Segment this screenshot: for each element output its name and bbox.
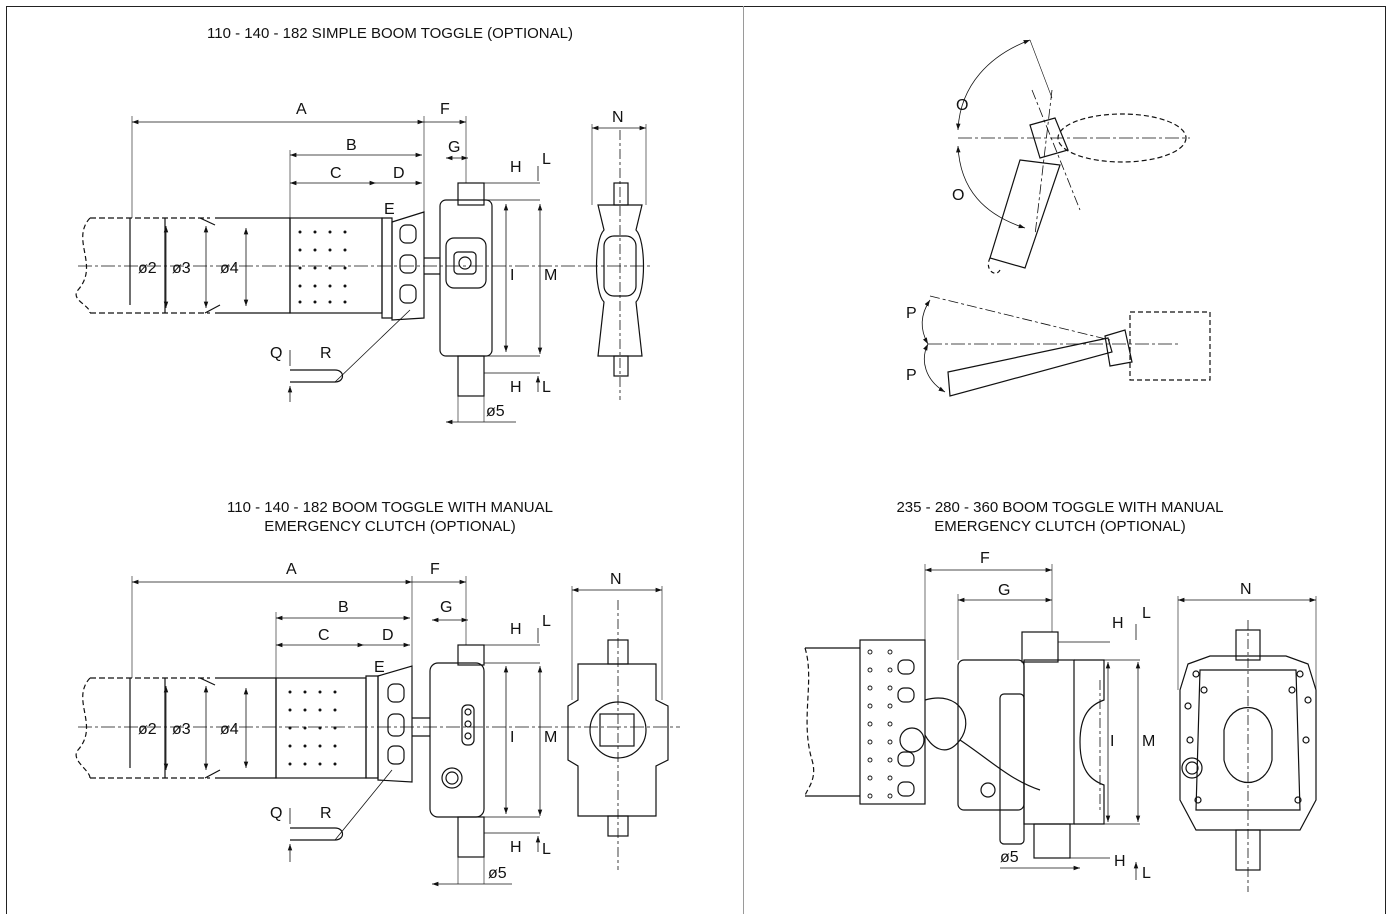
dim-label-a: A (286, 561, 297, 578)
angle-label-o: O (956, 97, 968, 114)
dim-label-h: H (510, 621, 522, 638)
drawing-boom-toggle-clutch-large (804, 564, 1317, 892)
drawing-simple-boom-toggle (75, 116, 652, 425)
dim-label-m: M (544, 729, 557, 746)
dim-label-m: M (544, 267, 557, 284)
angle-label-o: O (952, 187, 964, 204)
dim-label-diameter-3: ø3 (172, 260, 191, 277)
dim-label-i: I (510, 267, 514, 284)
dim-label-r: R (320, 345, 332, 362)
dim-label-h: H (510, 839, 522, 856)
dim-label-b: B (346, 137, 357, 154)
dim-label-diameter-4: ø4 (220, 721, 239, 738)
dim-label-a: A (296, 101, 307, 118)
angle-label-p: P (906, 305, 917, 322)
dim-label-l: L (542, 151, 551, 168)
title-line-1: 235 - 280 - 360 BOOM TOGGLE WITH MANUAL (896, 499, 1224, 516)
dim-label-l: L (1142, 865, 1151, 882)
dim-label-l: L (542, 841, 551, 858)
dim-label-i: I (1110, 733, 1114, 750)
dim-label-e: E (384, 201, 395, 218)
dim-label-f: F (440, 101, 450, 118)
labels-simple-boom-toggle: A F B G C D H L E N ø2 ø3 ø4 I M Q R H L… (138, 101, 624, 420)
dim-label-h: H (510, 379, 522, 396)
dim-label-n: N (610, 571, 622, 588)
dim-label-h: H (1114, 853, 1126, 870)
dim-label-m: M (1142, 733, 1155, 750)
dim-label-g: G (998, 582, 1010, 599)
dim-label-f: F (980, 550, 990, 567)
dim-label-l: L (542, 613, 551, 630)
dim-label-q: Q (270, 805, 282, 822)
dim-label-c: C (318, 627, 330, 644)
dim-label-q: Q (270, 345, 282, 362)
drawing-rotation-angles (921, 39, 1211, 397)
dim-label-d: D (393, 165, 405, 182)
dim-label-d: D (382, 627, 394, 644)
dim-label-n: N (1240, 581, 1252, 598)
title-boom-toggle-clutch-small: 110 - 140 - 182 BOOM TOGGLE WITH MANUAL … (100, 498, 680, 536)
title-line-2: EMERGENCY CLUTCH (OPTIONAL) (264, 518, 516, 535)
sheet-frame (6, 6, 1386, 914)
dim-label-h: H (1112, 615, 1124, 632)
dim-label-diameter-2: ø2 (138, 260, 157, 277)
dim-label-i: I (510, 729, 514, 746)
labels-boom-toggle-clutch-small: A F B G C D H L E N ø2 ø3 ø4 I M Q R H L… (138, 561, 622, 882)
dim-label-diameter-3: ø3 (172, 721, 191, 738)
panel-divider (743, 6, 744, 914)
dim-label-diameter-4: ø4 (220, 260, 239, 277)
dim-label-g: G (448, 139, 460, 156)
dim-label-h: H (510, 159, 522, 176)
dim-label-l: L (542, 379, 551, 396)
dim-label-l: L (1142, 605, 1151, 622)
dim-label-b: B (338, 599, 349, 616)
angle-label-p: P (906, 367, 917, 384)
title-line-1: 110 - 140 - 182 BOOM TOGGLE WITH MANUAL (227, 499, 553, 516)
title-line-2: EMERGENCY CLUTCH (OPTIONAL) (934, 518, 1186, 535)
dim-label-g: G (440, 599, 452, 616)
dim-label-e: E (374, 659, 385, 676)
dim-label-c: C (330, 165, 342, 182)
dim-label-diameter-5: ø5 (488, 865, 507, 882)
dim-label-r: R (320, 805, 332, 822)
labels-boom-toggle-clutch-large: F G N H L I M ø5 H L (980, 550, 1252, 882)
drawing-boom-toggle-clutch-small (75, 576, 680, 887)
dim-label-diameter-5: ø5 (1000, 849, 1019, 866)
dim-label-f: F (430, 561, 440, 578)
dim-label-diameter-5: ø5 (486, 403, 505, 420)
dim-label-n: N (612, 109, 624, 126)
title-simple-boom-toggle: 110 - 140 - 182 SIMPLE BOOM TOGGLE (OPTI… (207, 25, 573, 42)
labels-rotation-angles: O O P P (906, 97, 968, 384)
dim-label-diameter-2: ø2 (138, 721, 157, 738)
title-boom-toggle-clutch-large: 235 - 280 - 360 BOOM TOGGLE WITH MANUAL … (760, 498, 1360, 536)
